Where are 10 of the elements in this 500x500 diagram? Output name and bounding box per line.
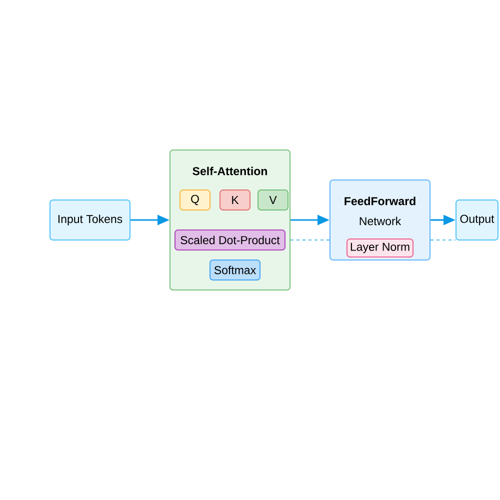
process-box: Scaled Dot-Product	[174, 230, 286, 250]
dashed-line	[430, 239, 456, 241]
input-box: Input Tokens	[50, 200, 130, 240]
output-box: Output	[456, 200, 498, 240]
label-box: Q	[180, 190, 210, 210]
process-box: Softmax	[210, 260, 260, 280]
norm-box: Layer Norm	[346, 238, 414, 258]
label-box: V	[258, 190, 288, 210]
dashed-line	[290, 239, 330, 241]
label-box: K	[220, 190, 250, 210]
